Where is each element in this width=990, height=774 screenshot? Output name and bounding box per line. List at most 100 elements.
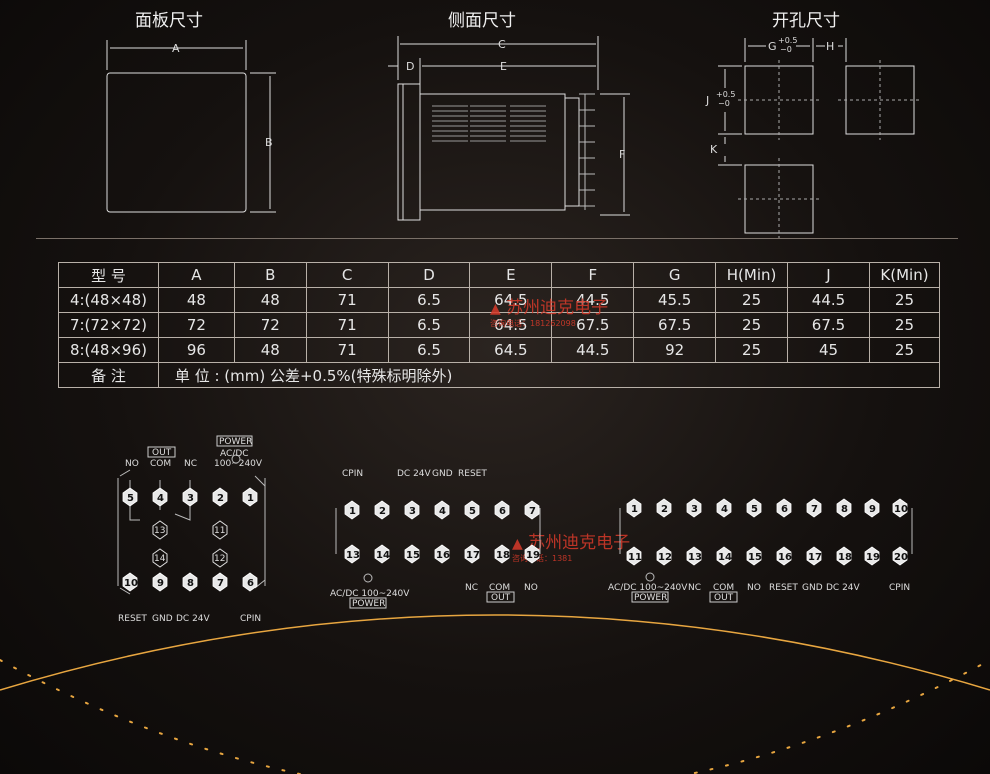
wiring-diagram-1: NO COM NC OUT POWER AC/DC 100~240V 5 4 3… [117,435,266,624]
pin-label-dc24v: DC 24V [176,614,211,624]
header-cell: F [551,262,635,288]
d2-pin-2: 2 [379,506,386,517]
d2-pin-4: 4 [439,506,446,517]
pin-label-reset: RESET [118,614,147,624]
table-cell: 71 [305,337,389,363]
header-cell: D [387,262,471,288]
header-cell: C [305,262,389,288]
pin-label-cpin: CPIN [240,614,261,624]
table-cell: 44.5 [787,287,870,313]
pin-11: 11 [214,526,225,536]
table-cell: 67.5 [787,312,870,338]
pin-label-gnd: GND [152,614,173,624]
pin-12: 12 [214,554,225,564]
d2-pin-1: 1 [349,506,356,517]
d3-label-nc: NC [688,583,701,593]
d2-pin-18: 18 [496,550,510,561]
pin-13: 13 [154,526,165,536]
d2-label-dc24v: DC 24V [397,469,432,479]
pin-3: 3 [187,493,194,504]
d3-pin-16: 16 [778,552,792,563]
d2-label-com: COM [489,583,510,593]
dim-G-tol-plus: +0.5 [778,36,797,45]
dim-G-tol-minus: −0 [780,45,792,54]
pin-2: 2 [217,493,224,504]
dim-B-label: B [265,136,273,149]
table-cell: 71 [305,312,389,338]
table-cell: 44.5 [551,287,635,313]
table-cell: 64.5 [469,312,553,338]
d3-pin-19: 19 [866,552,880,563]
decorative-arc [0,614,990,774]
d2-label-gnd: GND [432,469,453,479]
dim-C-label: C [498,38,506,51]
d3-pin-11: 11 [628,552,642,563]
d3-label-dc24v: DC 24V [826,583,861,593]
watermark-logo: ▲ 苏州迪克电子 咨询电话：181262098 [490,298,609,328]
header-cell: K(Min) [868,262,941,288]
pin-5: 5 [127,493,134,504]
d2-out-label: OUT [491,593,511,603]
table-cell: 7:(72×72) [58,312,159,338]
d2-acdc-label: AC/DC 100~240V [330,589,410,599]
header-cell: A [157,262,235,288]
table-note-row: 备 注 单 位 : (mm) 公差+0.5%(特殊标明除外) [58,362,941,388]
table-cell: 48 [233,337,307,363]
d2-pin-17: 17 [466,550,480,561]
d3-pin-1: 1 [631,504,638,515]
table-cell: 25 [715,312,789,338]
d2-pin-16: 16 [436,550,450,561]
d3-pin-18: 18 [838,552,852,563]
pin-14: 14 [154,554,166,564]
pin-4: 4 [157,493,164,504]
d2-pin-19: 19 [526,550,540,561]
d3-power-label: POWER [634,593,667,603]
d3-label-com: COM [713,583,734,593]
table-cell: 45 [787,337,870,363]
d2-label-reset: RESET [458,469,487,479]
table-cell: 6.5 [387,287,471,313]
d3-pin-6: 6 [781,504,788,515]
d3-acdc-label: AC/DC 100~240V [608,583,688,593]
d3-out-label: OUT [714,593,734,603]
table-cell: 71 [305,287,389,313]
acdc-label: AC/DC [220,449,249,459]
dim-G-label: G [768,40,777,53]
pin-8: 8 [187,578,194,589]
d3-pin-2: 2 [661,504,668,515]
d3-pin-7: 7 [811,504,818,515]
d3-pin-8: 8 [841,504,848,515]
header-cell: H(Min) [715,262,789,288]
side-view-drawing [388,36,630,221]
table-header-row: 型 号 A B C D E F G H(Min) J K(Min) [58,262,941,288]
table-cell: 8:(48×96) [58,337,159,363]
dim-J-tol-minus: −0 [718,99,730,108]
d3-pin-10: 10 [894,504,908,515]
dimension-drawings: A B C D E F G +0.5 −0 H J +0.5 −0 K [106,36,920,238]
section-divider [36,238,958,239]
d3-pin-4: 4 [721,504,728,515]
watermark-phone-2: 咨询电话：1381 [512,554,573,563]
pin-7: 7 [217,578,224,589]
dim-A-label: A [172,42,180,55]
d2-power-label: POWER [352,599,385,609]
watermark-logo-2: ▲ 苏州迪克电子 咨询电话：1381 [512,533,631,563]
d3-pin-14: 14 [718,552,732,563]
d3-pin-12: 12 [658,552,672,563]
d3-label-no: NO [747,583,761,593]
table-cell: 25 [868,337,941,363]
d3-label-gnd: GND [802,583,823,593]
voltage-range-label: 100~240V [214,459,263,469]
dim-D-label: D [406,60,414,73]
pin-9: 9 [157,578,164,589]
d2-pin-13: 13 [346,550,360,561]
dim-K-label: K [710,143,718,156]
d3-pin-13: 13 [688,552,702,563]
dim-J-tol-plus: +0.5 [716,90,735,99]
note-text: 单 位 : (mm) 公差+0.5%(特殊标明除外) [157,362,941,388]
d3-label-reset: RESET [769,583,798,593]
watermark-name: 苏州迪克电子 [506,298,609,318]
d2-pin-3: 3 [409,506,416,517]
d2-label-nc: NC [465,583,478,593]
